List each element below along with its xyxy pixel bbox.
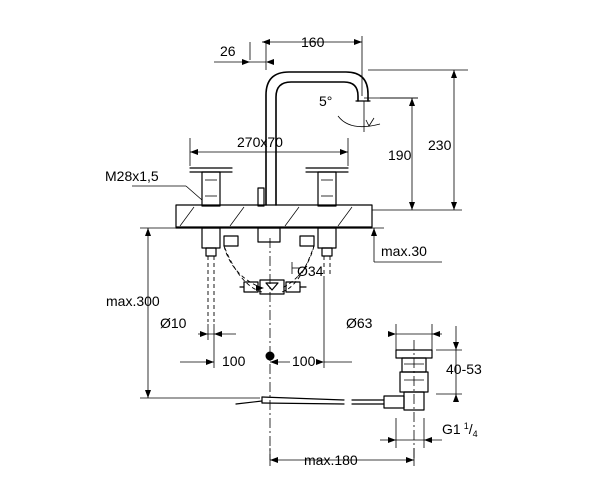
dim-26-label: 26 [220, 43, 236, 59]
g-denominator: 4 [473, 429, 478, 439]
dim-dia34-label: Ø34 [297, 263, 324, 279]
drain-linkage [235, 396, 385, 405]
t-connector [239, 279, 307, 295]
mounting-deck [175, 204, 373, 229]
right-valve-body [299, 227, 337, 274]
pop-up-rod [257, 187, 265, 207]
center-spout-body [257, 227, 281, 243]
dim-thread-label: M28x1,5 [105, 168, 159, 184]
dim-max30-label: max.30 [381, 243, 427, 259]
dim-dia10-label: Ø10 [160, 315, 187, 331]
dim-angle-label: 5° [319, 93, 332, 109]
drain-body [383, 340, 433, 458]
dimension-lines [132, 36, 468, 466]
left-valve-body [201, 227, 239, 322]
center-point-marker [265, 351, 275, 361]
dim-range-label: 40-53 [446, 361, 482, 377]
dim-100-right-label: 100 [292, 353, 316, 369]
spout [265, 71, 381, 206]
dim-190-label: 190 [388, 147, 412, 163]
dim-span-label: 270x70 [237, 134, 283, 150]
dim-max300-label: max.300 [106, 293, 160, 309]
g-separator: / [469, 421, 473, 437]
right-cross-handle [305, 167, 349, 207]
dim-max180-label: max.180 [304, 452, 358, 468]
dim-dia63-label: Ø63 [346, 315, 373, 331]
g-numerator: 1 [464, 421, 469, 431]
left-cross-handle [189, 167, 233, 207]
g-main: G1 [442, 421, 461, 437]
dimension-arrowheads [145, 39, 459, 463]
dim-230-label: 230 [428, 137, 452, 153]
dim-160-label: 160 [301, 34, 325, 50]
dim-100-left-label: 100 [222, 353, 246, 369]
